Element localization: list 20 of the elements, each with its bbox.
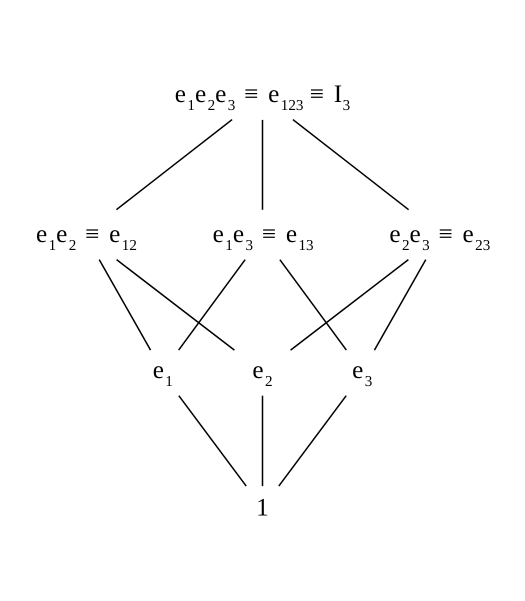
node-text: e$_{2}$ (252, 356, 273, 390)
node-text: e$_{1}$ (152, 356, 173, 390)
node-text: e$_{1}$e$_{3}$ ≡ e$_{13}$ (212, 220, 314, 254)
connector (290, 258, 409, 350)
connector (178, 394, 247, 486)
connector (262, 119, 264, 210)
connector (116, 118, 233, 210)
node-text: e$_{2}$e$_{3}$ ≡ e$_{23}$ (389, 220, 490, 254)
connector (98, 258, 152, 350)
connector (374, 258, 426, 350)
node-text: e$_{1}$e$_{2}$ ≡ e$_{12}$ (36, 220, 137, 254)
node-text: e$_{1}$e$_{2}$e$_{3}$ ≡ e$_{123}$ ≡ I$_{3}$ (174, 80, 350, 114)
connector (116, 258, 235, 350)
connector (292, 118, 410, 210)
connector (262, 395, 264, 486)
node-text: e$_{3}$ (352, 356, 372, 390)
connector (278, 394, 347, 486)
connector (178, 258, 246, 350)
connector (279, 258, 347, 350)
node-text: 1 (256, 494, 269, 522)
